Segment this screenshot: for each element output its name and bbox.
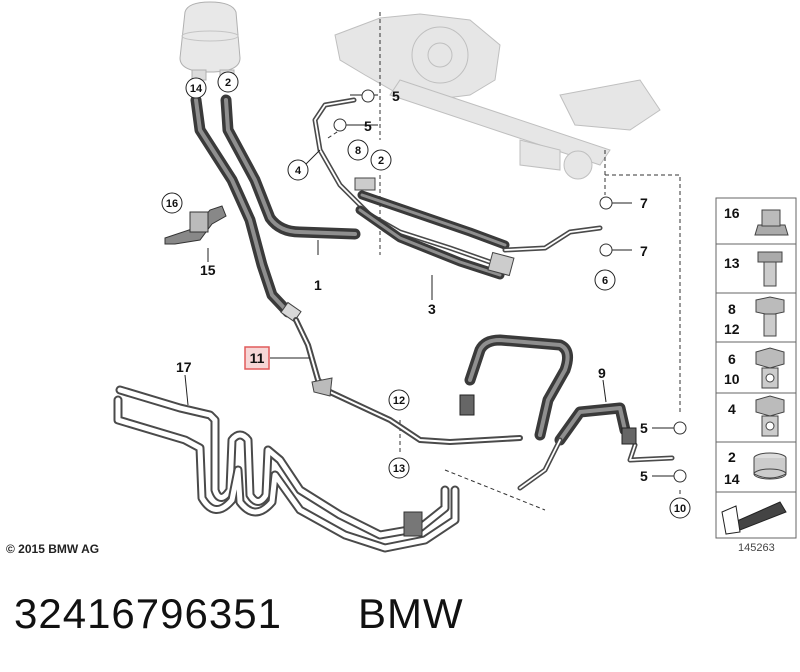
bracket-15 <box>164 205 227 245</box>
svg-text:8: 8 <box>355 145 361 157</box>
svg-text:12: 12 <box>393 395 405 407</box>
steering-rack-illustration <box>334 13 661 180</box>
callout-2-top: 2 <box>217 71 239 93</box>
callout-5-a: 5 <box>392 88 400 104</box>
svg-text:4: 4 <box>295 165 302 177</box>
hose-clamp-icon <box>753 452 787 480</box>
cooler-17 <box>113 385 460 553</box>
callout-9: 9 <box>598 365 606 381</box>
banjo-bolt-icon <box>757 251 783 287</box>
legend-row-2-14: 2 14 <box>724 449 787 487</box>
hose-14 <box>190 94 302 323</box>
legend-row-16: 16 <box>724 205 789 236</box>
part-number: 32416796351 <box>14 590 282 637</box>
o-ring-markers <box>333 89 687 483</box>
hollow-screw-icon <box>755 395 785 437</box>
svg-text:10: 10 <box>674 503 686 515</box>
callout-13: 13 <box>388 457 410 479</box>
svg-text:2: 2 <box>225 77 231 89</box>
callout-14: 14 <box>185 77 207 99</box>
callout-10: 10 <box>669 497 691 519</box>
svg-text:13: 13 <box>724 255 740 271</box>
hose-1 <box>220 94 361 240</box>
callout-16: 16 <box>161 192 183 214</box>
legend-row-13: 13 <box>724 251 783 287</box>
callout-7-b: 7 <box>640 243 648 259</box>
hose-9 <box>459 334 675 491</box>
svg-text:14: 14 <box>724 471 740 487</box>
reservoir-illustration <box>179 1 241 81</box>
svg-text:6: 6 <box>602 275 608 287</box>
diagram-reference: 145263 <box>738 542 775 554</box>
copyright: © 2015 BMW AG <box>6 542 100 556</box>
callout-5-d: 5 <box>640 468 648 484</box>
callout-6: 6 <box>594 269 616 291</box>
legend-row-8-12: 8 12 <box>724 296 785 337</box>
callout-5-b: 5 <box>364 118 372 134</box>
callout-11-highlighted[interactable]: 11 <box>244 346 270 370</box>
legend-row-6-10: 6 10 <box>724 347 785 389</box>
svg-text:14: 14 <box>190 83 203 95</box>
svg-text:6: 6 <box>728 351 736 367</box>
callout-15: 15 <box>200 262 216 278</box>
legend-panel: 16 13 8 12 6 10 <box>715 197 797 539</box>
callout-4: 4 <box>287 159 309 181</box>
line-11 <box>293 317 523 445</box>
parts-diagram: 14 2 16 4 8 2 6 12 13 10 5 5 7 7 1 3 15 … <box>113 1 797 553</box>
brand-name: BMW <box>358 590 464 637</box>
legend-row-4: 4 <box>728 395 785 437</box>
hollow-bolt-icon <box>755 347 785 389</box>
hose-3-and-4 <box>312 97 603 280</box>
callout-3: 3 <box>428 301 436 317</box>
svg-text:11: 11 <box>250 350 265 366</box>
svg-text:4: 4 <box>728 401 736 417</box>
svg-text:13: 13 <box>393 463 405 475</box>
callout-8: 8 <box>347 139 369 161</box>
svg-text:16: 16 <box>166 198 178 210</box>
callout-12: 12 <box>388 389 410 411</box>
svg-text:12: 12 <box>724 321 740 337</box>
hex-bolt-icon <box>755 296 785 337</box>
guide-lines <box>327 12 681 511</box>
callout-5-c: 5 <box>640 420 648 436</box>
svg-text:2: 2 <box>378 155 384 167</box>
svg-text:16: 16 <box>724 205 740 221</box>
svg-text:8: 8 <box>728 301 736 317</box>
special-tool-icon <box>721 501 787 535</box>
svg-text:10: 10 <box>724 371 740 387</box>
callout-1: 1 <box>314 277 322 293</box>
callout-7-a: 7 <box>640 195 648 211</box>
callout-17: 17 <box>176 359 192 375</box>
callout-2-mid: 2 <box>370 149 392 171</box>
svg-text:2: 2 <box>728 449 736 465</box>
